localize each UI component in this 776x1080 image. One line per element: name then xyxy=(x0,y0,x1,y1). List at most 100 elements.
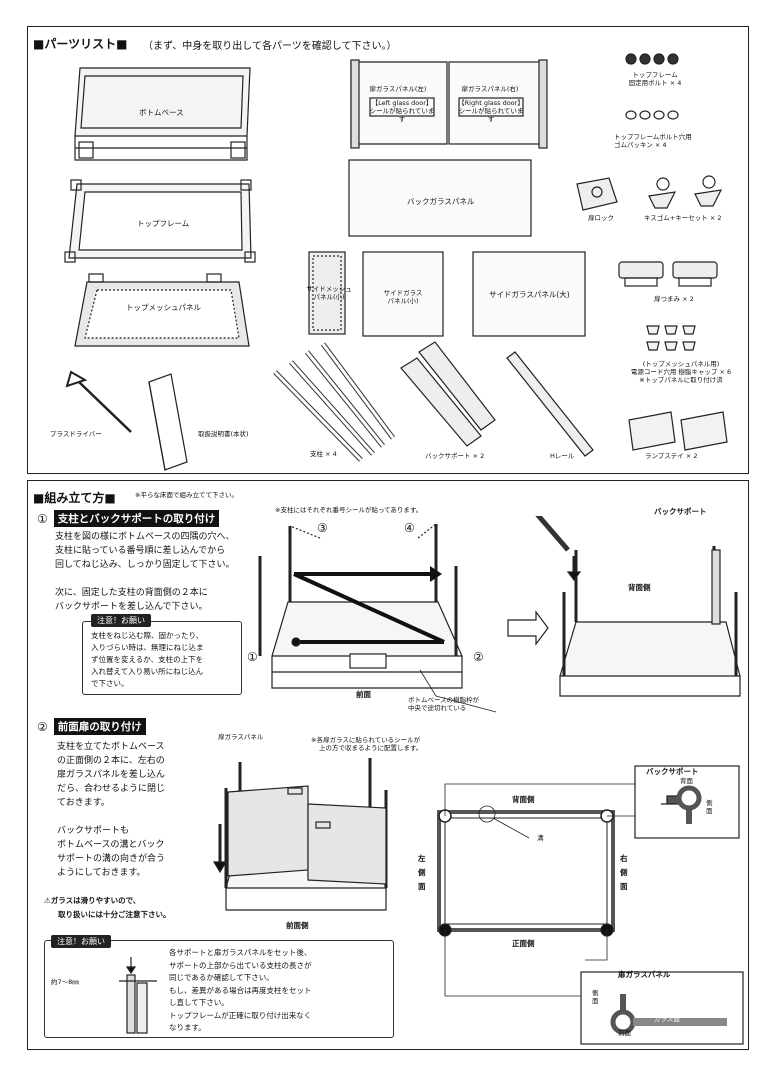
caps-label: (トップメッシュパネル用) 電源コード穴用 樹脂キャップ × 6 ※トップパネル… xyxy=(614,360,748,384)
step2-line: 扉ガラスパネルを差し込ん xyxy=(57,770,165,780)
step1-caution-tag: 注意！お願い xyxy=(91,614,151,627)
caution2-line: 各サポートと扉ガラスパネルをセット後、 xyxy=(169,948,312,957)
sticker-note: ※支柱にはそれぞれ番号シールが貼ってあります。 xyxy=(275,506,423,514)
step1-line: 支柱を図の様にボトムベースの四隅の穴へ、 xyxy=(55,532,235,542)
parts-subheading: （まず、中身を取り出して各パーツを確認して下さい。） xyxy=(143,41,397,52)
bs-inset-title: バックサポート xyxy=(646,767,699,776)
door-lock-label: 扉ロック xyxy=(588,214,614,222)
bs-inset-back: 背面 xyxy=(680,777,693,785)
door-inset-side-2: 面 xyxy=(592,996,599,1005)
step1-number: ① xyxy=(37,511,48,526)
base-note: ボトムベースの樹脂枠が 中央で途切れている xyxy=(408,696,480,713)
bottom-base-illustration xyxy=(74,67,251,161)
seal-note: ※各扉ガラスに貼られているシールが 上の方で収まるように配置します。 xyxy=(311,736,423,753)
caps-label-3: ※トップパネルに取り付け済 xyxy=(639,375,723,384)
top-mesh-illustration xyxy=(74,273,250,347)
warning-line-1: ガラスは滑りやすいので、 xyxy=(50,896,141,905)
back-glass-label: バックガラスパネル xyxy=(407,197,475,206)
step2-title: 前面扉の取り付け xyxy=(53,718,146,735)
right-side-3: 面 xyxy=(620,882,628,891)
seal-note-2: 上の方で収まるように配置します。 xyxy=(319,743,423,752)
gap-illustration xyxy=(119,957,157,1034)
bs-inset-side: 側 面 xyxy=(706,799,713,816)
caution-line: 入れ替えて入り易い所にねじ込ん xyxy=(91,667,204,676)
side-mesh-label-2: パネル(小) xyxy=(313,292,345,301)
lamp-stay-illustration xyxy=(628,411,728,451)
door-inset-side: 側 面 xyxy=(592,989,599,1006)
plan-front-side: 正面側 xyxy=(512,939,535,948)
plan-back-side: 背面側 xyxy=(512,795,535,804)
warning-icon: ⚠ xyxy=(44,896,51,905)
left-side-3: 面 xyxy=(418,882,426,891)
step1-caution-box: 注意！お願い 支柱をねじ込む際、固かったり、 入りづらい時は、無理にねじ込ま ず… xyxy=(82,614,242,695)
driver-label: プラスドライバー xyxy=(50,430,102,438)
caution-line: 支柱をねじ込む際、固かったり、 xyxy=(91,631,204,640)
left-door-title: 扉ガラスパネル(左) xyxy=(369,85,427,93)
side-glass-small-label-1: サイドガラス xyxy=(383,289,423,297)
step2-illustration xyxy=(212,758,388,911)
plan-groove-label: 溝 xyxy=(537,834,544,842)
right-door-sticker: シールが貼られています xyxy=(458,106,524,123)
back-support-callout: バックサポート xyxy=(654,507,707,516)
plan-diagram xyxy=(437,765,744,1045)
step2-line: サポートの溝の向きが合う xyxy=(57,854,166,864)
post-number-1: ① xyxy=(247,650,258,664)
bolts-label: トップフレーム 固定用ボルト × 4 xyxy=(610,71,700,88)
post-number-4: ④ xyxy=(404,521,415,535)
side-mesh-label-1: サイドメッシュ xyxy=(306,285,352,293)
left-side-1: 左 xyxy=(418,854,426,863)
caution2-line: なります。 xyxy=(169,1023,206,1032)
step1-caution-text: 支柱をねじ込む際、固かったり、 入りづらい時は、無理にねじ込ま ず位置を変えるか… xyxy=(91,630,204,690)
caution-line: 入りづらい時は、無理にねじ込ま xyxy=(91,643,204,652)
warning-line-2: 取り扱いには十分ご注意下さい。 xyxy=(58,910,171,919)
key-set-label: キスゴム+キーセット × 2 xyxy=(644,214,722,222)
knobs-label: 扉つまみ × 2 xyxy=(654,295,694,303)
driver-illustration xyxy=(65,370,132,433)
step1-line: 支柱に貼っている番号順に差し込んでから xyxy=(55,546,226,556)
gap-label: 約7〜8㎜ xyxy=(51,978,79,986)
parts-heading: ■パーツリスト■ xyxy=(33,37,128,51)
door-inset-side-1: 側 xyxy=(592,989,599,997)
door-inset-front: 前面 xyxy=(618,1029,631,1037)
plan-right-side: 右 側 面 xyxy=(620,852,628,894)
door-lock-illustration xyxy=(576,177,618,211)
side-mesh-illustration xyxy=(308,251,346,335)
step2-caution-text: 各サポートと扉ガラスパネルをセット後、 サポートの上部から出ている支柱の長さが … xyxy=(169,947,312,1035)
caution2-line: し直して下さい。 xyxy=(169,998,229,1007)
packings-illustration xyxy=(625,110,679,120)
step1-illustration xyxy=(258,516,741,713)
step2-caution-tag: 注意！お願い xyxy=(51,935,111,948)
glass-warning: ⚠ガラスは滑りやすいので、 取り扱いには十分ご注意下さい。 xyxy=(44,894,171,922)
step2-line: ボトムベースの溝とバック xyxy=(57,840,165,850)
right-side-2: 側 xyxy=(620,868,628,877)
caution-line: で下さい。 xyxy=(91,679,129,688)
step1-line: 次に、固定した支柱の背面側の２本に xyxy=(55,588,208,598)
step1-body: 支柱を図の様にボトムベースの四隅の穴へ、 支柱に貼っている番号順に差し込んでから… xyxy=(55,530,265,614)
spacer xyxy=(57,810,197,824)
step2-line: ようにしておきます。 xyxy=(57,868,146,878)
door-glass-illustration xyxy=(350,59,548,149)
plan-left-side: 左 側 面 xyxy=(418,852,426,894)
caps-illustration xyxy=(646,325,696,351)
key-set-illustration xyxy=(648,175,723,209)
base-note-1: ボトムベースの樹脂枠が xyxy=(408,696,480,704)
packings-label-1: トップフレームボルト穴用 xyxy=(614,133,692,141)
knobs-illustration xyxy=(618,261,718,287)
step2-line: バックサポートも xyxy=(57,826,130,836)
door-panel-label: 扉ガラスパネル xyxy=(218,733,264,741)
step2-header: ② 前面扉の取り付け xyxy=(37,718,146,735)
seal-note-1: ※各扉ガラスに貼られているシールが xyxy=(311,736,421,744)
posts-label: 支柱 × 4 xyxy=(310,450,337,458)
posts-illustration xyxy=(273,342,396,462)
front-label: 前面 xyxy=(356,690,371,699)
manual-label: 取扱説明書(本状) xyxy=(198,430,249,438)
assembly-note: ※平らな床面で組み立てて下さい。 xyxy=(135,491,238,499)
side-glass-large-label: サイドガラスパネル(大) xyxy=(489,290,570,299)
side-mesh-label: サイドメッシュ パネル(小) xyxy=(294,285,364,302)
bolts-label-2: 固定用ボルト × 4 xyxy=(628,78,682,87)
top-frame-label: トップフレーム xyxy=(137,219,190,228)
caution2-line: もし、差異がある場合は再度支柱をセット xyxy=(169,985,312,995)
back-support-label: バックサポート × 2 xyxy=(425,452,485,460)
right-door-label: 扉ガラスパネル(右) xyxy=(446,85,534,94)
back-side-label: 背面側 xyxy=(628,583,651,592)
